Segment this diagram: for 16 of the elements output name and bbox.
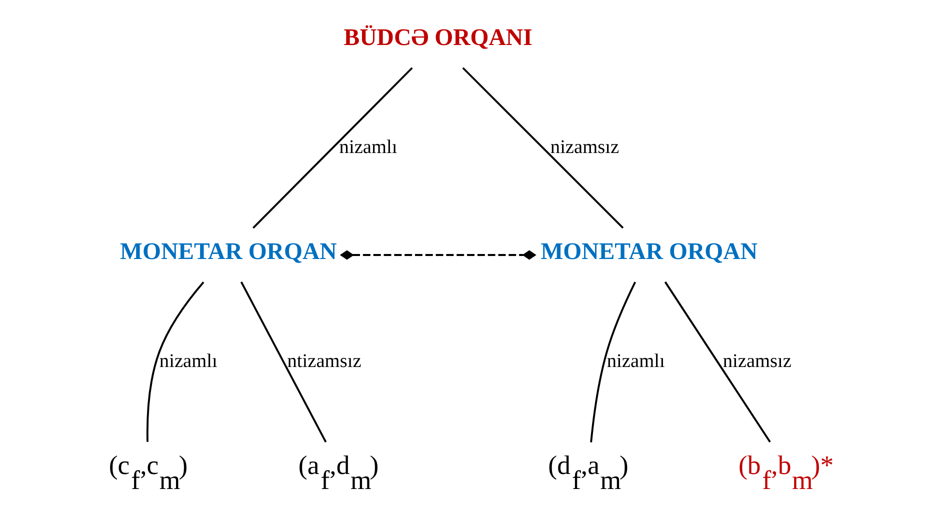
node-text: BÜDCƏ ORQANI (343, 25, 532, 52)
connector (146, 281, 204, 442)
edge-label: nizamlı (338, 137, 397, 158)
edge-label: nizamsız (550, 137, 619, 158)
connector (339, 250, 536, 260)
edge-label: nizamlı (606, 351, 664, 372)
edge-label: ntizamsız (286, 351, 361, 372)
edge-label: nizamlı (158, 351, 217, 372)
connector (590, 282, 636, 442)
connector (240, 282, 326, 442)
edge-label: nizamsız (722, 351, 792, 372)
connector (252, 67, 412, 229)
node-text: MONETAR ORQAN (540, 239, 758, 266)
node-text: MONETAR ORQAN (120, 239, 336, 266)
connector (462, 67, 624, 229)
connector (664, 281, 770, 443)
